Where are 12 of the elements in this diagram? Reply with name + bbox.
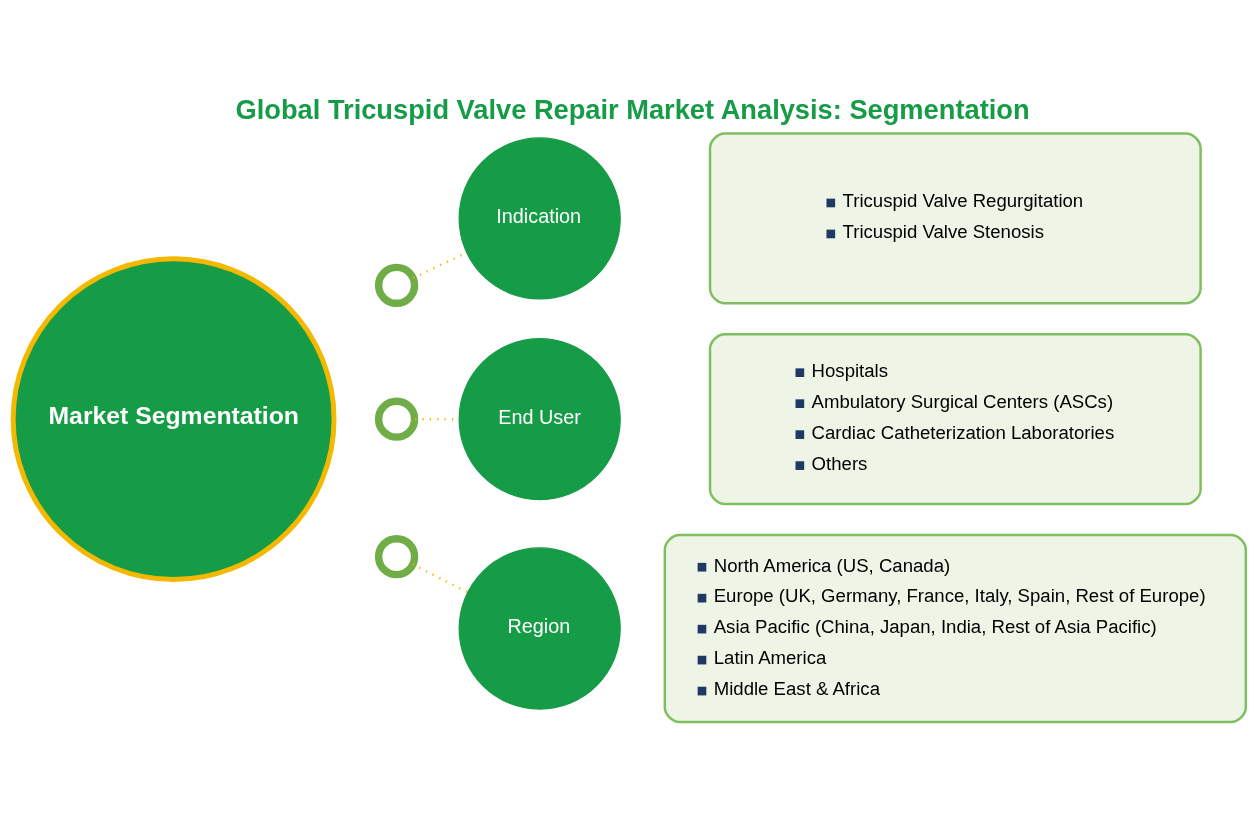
node-circle: Region [458,547,621,710]
node-circle: Indication [458,137,621,300]
connector [412,563,469,594]
node-circle [374,535,419,579]
node-box: North America (US, Canada) Europe (UK, Germany, France, Italy, Spain, Rest of Europe) Asia Pacific (China, Japan, India, Rest of Asia Pacific) Latin America Middle East & Africa [663,533,1248,724]
node-box: Tricuspid Valve Regurgitation Tricuspid Valve Stenosis [708,132,1202,305]
node-circle: Market Segmentation [10,256,337,583]
node-box: Hospitals Ambulatory Surgical Centers (ASCs) Cardiac Catheterization Laboratories Others [708,333,1202,506]
node-circle: End User [458,338,621,501]
node-circle [374,397,419,441]
diagram-title: Global Tricuspid Valve Repair Market Analysis: Segmentation [235,94,1030,126]
node-circle [374,263,419,308]
